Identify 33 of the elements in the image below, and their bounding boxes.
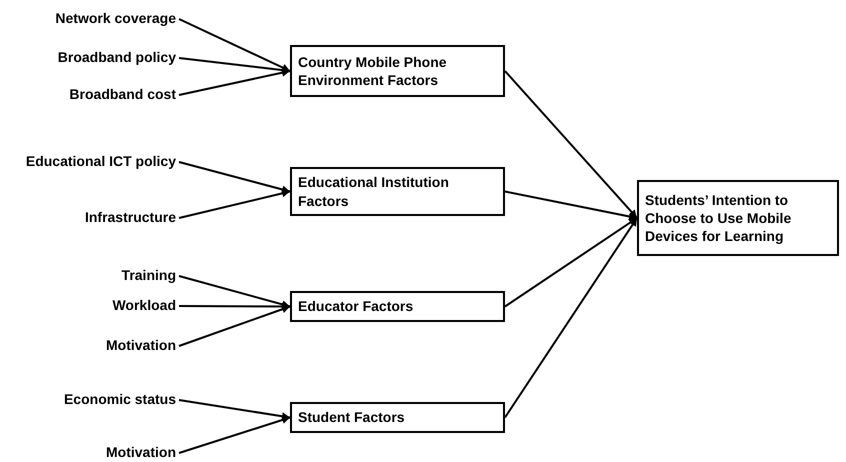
box-label: Students’ Intention to Choose to Use Mobile Devices for Learning — [645, 190, 792, 246]
arrow — [178, 416, 290, 454]
factor-box — [290, 402, 505, 433]
arrow — [504, 217, 638, 308]
box-label: Educator Factors — [298, 297, 414, 316]
factor-label: Training — [0, 266, 176, 286]
factor-label: Economic status — [0, 390, 176, 410]
arrow — [178, 57, 290, 74]
arrow — [178, 399, 290, 420]
factor-label: Educational ICT policy — [0, 152, 176, 172]
factor-box — [290, 291, 505, 322]
arrow — [504, 190, 638, 220]
factor-box — [290, 45, 505, 97]
box-label: Country Mobile Phone Environment Factors — [298, 52, 448, 90]
factor-label: Broadband policy — [0, 48, 176, 68]
factor-label: Motivation — [0, 443, 176, 462]
factor-box — [637, 180, 839, 256]
box-label: Student Factors — [298, 408, 405, 427]
arrow — [504, 70, 638, 219]
arrow — [178, 68, 290, 96]
arrow — [178, 18, 290, 72]
factor-label: Network coverage — [0, 9, 176, 29]
arrow — [178, 189, 290, 219]
box-label: Educational Institution Factors — [298, 173, 450, 210]
arrow — [178, 305, 290, 347]
factor-label: Infrastructure — [0, 208, 176, 228]
factor-label: Motivation — [0, 336, 176, 356]
arrow — [504, 217, 638, 418]
arrow — [178, 161, 290, 194]
factor-label: Broadband cost — [0, 85, 176, 105]
arrow — [178, 275, 290, 308]
factor-label: Workload — [0, 296, 176, 316]
factor-box — [290, 167, 505, 216]
